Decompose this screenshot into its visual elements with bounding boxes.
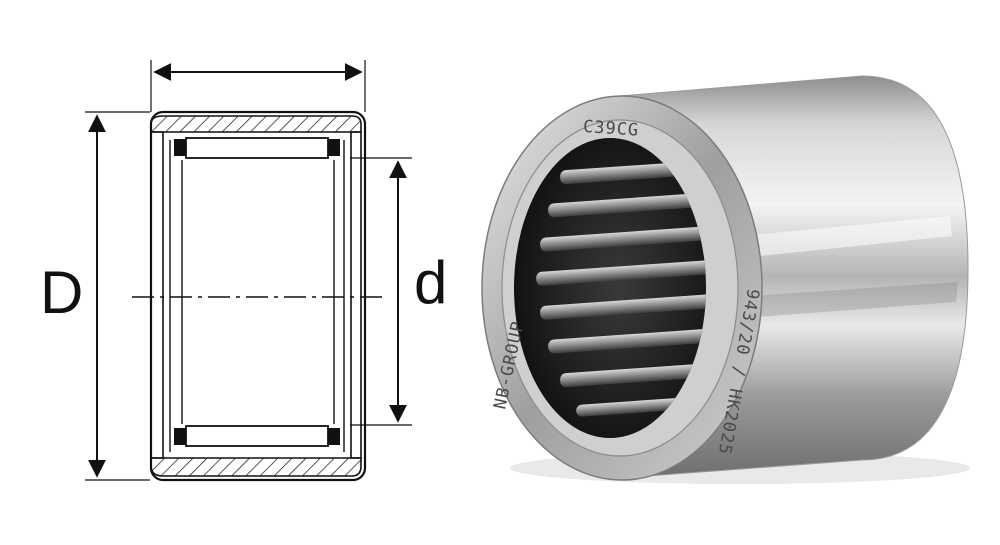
needle-5 xyxy=(540,294,706,320)
needle-4 xyxy=(536,260,706,286)
bottom-roller-end-right xyxy=(328,428,340,445)
engraving-top: C39CG xyxy=(582,117,639,141)
inner-diameter-label: d xyxy=(414,249,447,316)
needle-3 xyxy=(540,226,706,252)
left-lip xyxy=(150,131,164,459)
top-roller-end-right xyxy=(328,139,340,156)
top-roller-end-left xyxy=(174,139,186,156)
bottom-needle-roller xyxy=(185,425,329,447)
outer-diameter-label: D xyxy=(40,259,83,326)
needle-7 xyxy=(560,362,706,388)
bearing-shell-outline xyxy=(149,110,367,482)
right-lip xyxy=(350,131,362,459)
top-needle-roller xyxy=(185,137,329,159)
technical-drawing: D d xyxy=(40,60,447,482)
needle-6 xyxy=(548,328,706,354)
bottom-shell-section xyxy=(150,457,362,477)
bearing-photo: C39CG 943/20 / HK2025 NB-GROUP xyxy=(481,75,970,484)
bearing-bore xyxy=(514,138,706,438)
bottom-roller-end-left xyxy=(174,428,186,445)
top-shell-section xyxy=(150,115,362,133)
bearing-highlight xyxy=(700,216,952,262)
needle-2 xyxy=(548,192,706,218)
